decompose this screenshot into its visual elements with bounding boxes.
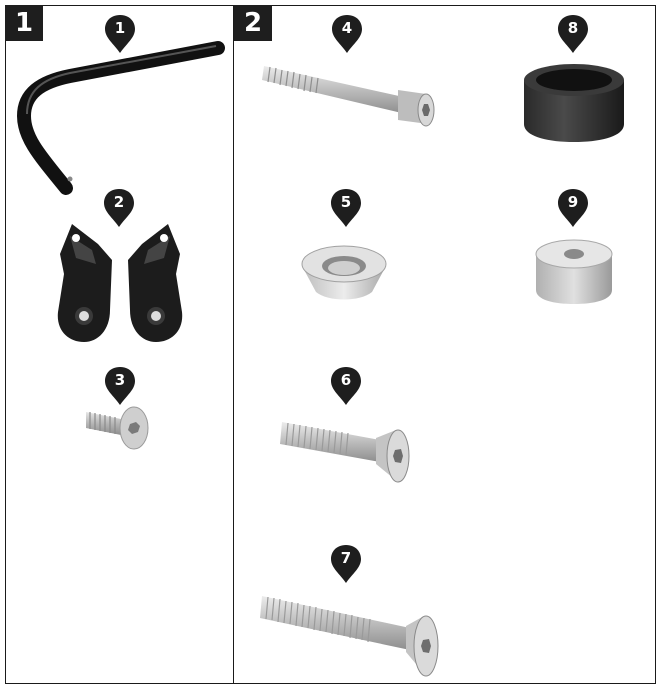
socket-cap-bolt-icon bbox=[262, 66, 435, 127]
part-marker-6: 6 bbox=[330, 366, 362, 406]
part-marker-2: 2 bbox=[103, 188, 135, 228]
part-marker-3: 3 bbox=[104, 366, 136, 406]
part-marker-1: 1 bbox=[104, 14, 136, 54]
small-spacer-icon bbox=[535, 239, 613, 304]
bent-bar-icon bbox=[17, 41, 225, 195]
part-marker-5: 5 bbox=[330, 188, 362, 228]
section-badge-2: 2 bbox=[234, 5, 272, 41]
section-badge-1: 1 bbox=[5, 5, 43, 41]
conical-washer-icon bbox=[301, 245, 387, 300]
long-countersunk-screw-icon bbox=[260, 596, 439, 677]
part-marker-9: 9 bbox=[557, 188, 589, 228]
dark-spacer-icon bbox=[524, 64, 624, 142]
mount-brackets-icon bbox=[57, 224, 183, 342]
section-divider bbox=[233, 5, 234, 684]
short-screw-icon bbox=[86, 406, 149, 450]
parts-panel-frame bbox=[5, 5, 656, 684]
countersunk-screw-icon bbox=[280, 422, 410, 483]
part-marker-4: 4 bbox=[331, 14, 363, 54]
part-marker-7: 7 bbox=[330, 544, 362, 584]
part-marker-8: 8 bbox=[557, 14, 589, 54]
